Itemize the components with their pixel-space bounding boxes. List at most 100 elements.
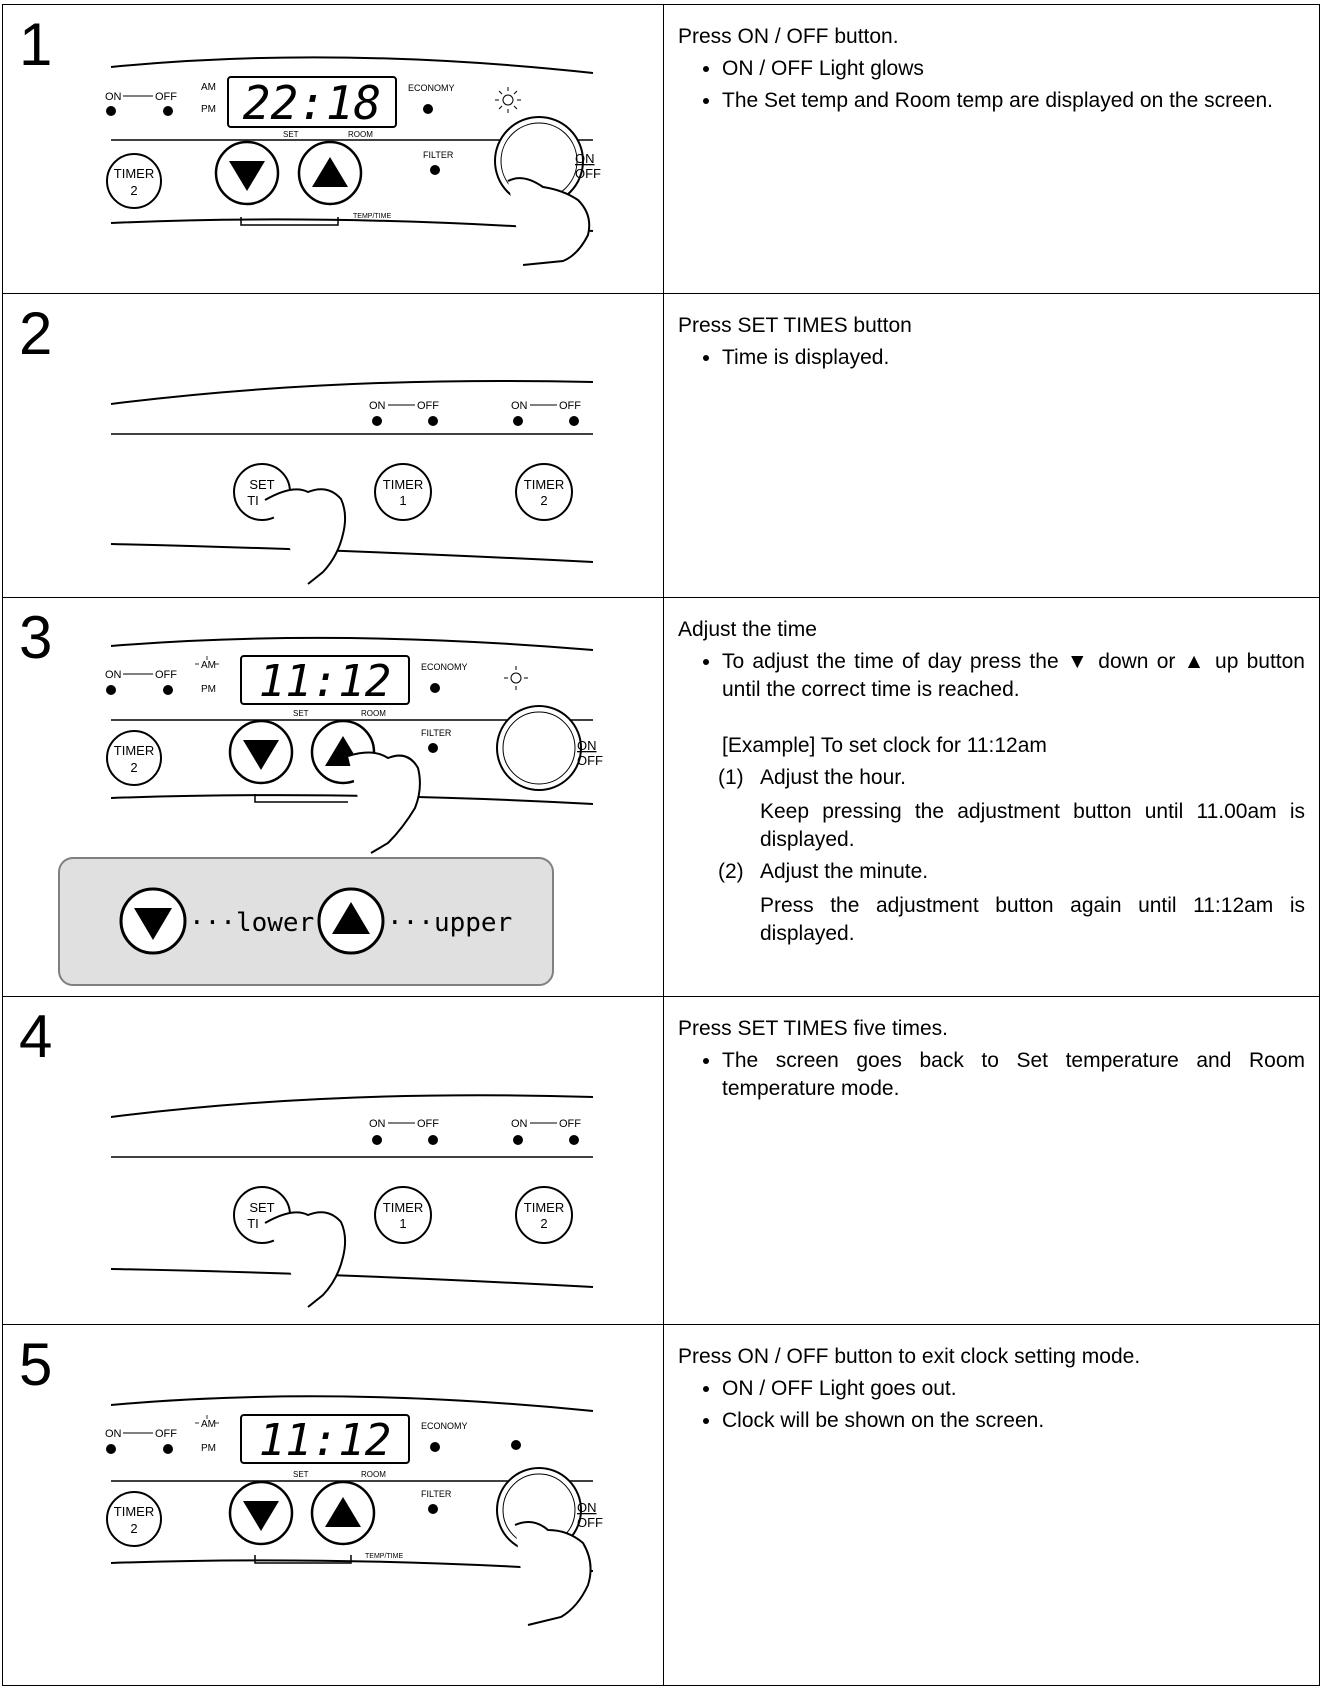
- panel-label: 1: [399, 1216, 406, 1231]
- panel-label: ON: [577, 1500, 597, 1515]
- step-number: 3: [19, 604, 53, 671]
- panel-label: TIMER: [383, 1200, 423, 1215]
- step-5-text: Press ON / OFF button to exit clock sett…: [663, 1324, 1320, 1686]
- step-heading: Adjust the time: [678, 618, 817, 641]
- panel-label: TIMER: [383, 477, 423, 492]
- on-off-button[interactable]: [496, 705, 582, 791]
- step-number: 1: [19, 11, 53, 78]
- lcd-digits: 22:18: [243, 76, 381, 130]
- panel-label: TIMER: [114, 1504, 154, 1519]
- example-line: [Example] To set clock for 11:12am: [722, 734, 1047, 757]
- control-panel-illustration: ON OFF AM PM 11:12 ECONOMY SET ROOM FILT…: [58, 636, 603, 986]
- step-4-figure: 4 ON OFF ON OFF SET TI TIMER 1: [2, 996, 664, 1325]
- timer2-button[interactable]: [106, 153, 162, 209]
- timer1-button[interactable]: [374, 463, 432, 521]
- timer2-button[interactable]: [515, 1186, 573, 1244]
- step-number: 2: [19, 300, 53, 367]
- on-label: ON: [105, 91, 122, 103]
- panel-label: OFF: [155, 669, 177, 681]
- step-row-4: 4 ON OFF ON OFF SET TI TIMER 1: [2, 996, 1320, 1325]
- step-heading: Press ON / OFF button.: [678, 25, 899, 48]
- timer2-off-led: [569, 416, 579, 426]
- step-heading: Press SET TIMES five times.: [678, 1017, 948, 1040]
- button-legend-box: [58, 857, 554, 986]
- am-label: AM: [201, 82, 216, 93]
- panel-label: SET: [293, 1470, 309, 1479]
- off-label: OFF: [155, 91, 177, 103]
- control-panel-illustration: ON OFF ON OFF SET TI TIMER 1 TIMER 2: [110, 1094, 594, 1308]
- step-bullets: ON / OFF Light glows The Set temp and Ro…: [678, 55, 1305, 115]
- step-bullets: To adjust the time of day press the ▼ do…: [678, 648, 1305, 704]
- bullet-item: Time is displayed.: [722, 344, 1305, 372]
- bullet-item: The screen goes back to Set temperature …: [722, 1047, 1305, 1103]
- step-row-2: 2 ON OFF ON OFF SET TI TIMER 1: [2, 293, 1320, 598]
- panel-label: ECONOMY: [421, 662, 468, 672]
- panel-label: 11:12: [259, 1415, 391, 1466]
- timer2-on-led: [513, 416, 523, 426]
- panel-label: OFF: [417, 1118, 439, 1130]
- temp-time-label: TEMP/TIME: [353, 213, 391, 220]
- panel-label: 2: [130, 1521, 137, 1536]
- substep-number: (2): [718, 860, 744, 883]
- panel-label: TI: [247, 493, 259, 508]
- panel-label: OFF: [577, 1515, 603, 1530]
- timer1-button[interactable]: [374, 1186, 432, 1244]
- panel-label: OFF: [417, 400, 439, 412]
- substep-item: (1)Adjust the hour. Keep pressing the ad…: [718, 764, 1305, 854]
- instruction-table: 1 ON OFF AM PM 22:18 ECONOMY SET ROOM: [2, 4, 1320, 1686]
- off-led: [163, 106, 173, 116]
- step-2-text: Press SET TIMES button Time is displayed…: [663, 293, 1320, 598]
- bullet-item: To adjust the time of day press the ▼ do…: [722, 648, 1305, 704]
- control-panel-illustration: ON OFF AM PM 22:18 ECONOMY SET ROOM FILT…: [105, 56, 601, 266]
- down-arrow-icon: [243, 740, 279, 770]
- hand-icon: [264, 1211, 347, 1308]
- down-arrow-icon: [134, 908, 172, 940]
- step-4-text: Press SET TIMES five times. The screen g…: [663, 996, 1320, 1325]
- timer2-button[interactable]: [106, 1491, 162, 1547]
- panel-label: PM: [201, 1443, 216, 1454]
- timer2-button[interactable]: [106, 730, 162, 786]
- panel-label: ON: [369, 1118, 386, 1130]
- step-number: 4: [19, 1003, 53, 1070]
- on-led: [106, 106, 116, 116]
- hand-icon: [507, 177, 591, 266]
- filter-led: [430, 165, 440, 175]
- panel-label: OFF: [559, 1118, 581, 1130]
- timer-num: 2: [130, 183, 137, 198]
- timer1-on-led: [372, 416, 382, 426]
- step-heading: Press SET TIMES button: [678, 314, 912, 337]
- on-off-off: OFF: [575, 166, 601, 181]
- step-3-figure: 3 ON OFF AM PM 11:12 ECONOMY SET: [2, 597, 664, 997]
- hand-icon: [514, 1520, 592, 1626]
- up-arrow-icon: [332, 902, 370, 934]
- substep-number: (1): [718, 766, 744, 789]
- economy-label: ECONOMY: [408, 83, 455, 93]
- panel-label: OFF: [155, 1428, 177, 1440]
- panel-label: ON: [511, 1118, 528, 1130]
- panel-label: 11:12: [259, 656, 391, 707]
- step-2-figure: 2 ON OFF ON OFF SET TI TIMER 1: [2, 293, 664, 598]
- panel-label: TIMER: [524, 1200, 564, 1215]
- bullet-item: ON / OFF Light goes out.: [722, 1375, 1305, 1403]
- panel-label: ON: [577, 738, 597, 753]
- panel-label: TEMP/TIME: [365, 1553, 403, 1560]
- panel-label: ON: [369, 400, 386, 412]
- step-number: 5: [19, 1331, 53, 1398]
- panel-label: ROOM: [361, 1470, 386, 1479]
- substep-list: (1)Adjust the hour. Keep pressing the ad…: [718, 764, 1305, 948]
- step-row-5: 5 ON OFF AM PM 11:12 ECONOMY SET ROOM: [2, 1324, 1320, 1686]
- hand-icon: [347, 751, 421, 854]
- pm-label: PM: [201, 104, 216, 115]
- substep-item: (2)Adjust the minute. Press the adjustme…: [718, 858, 1305, 948]
- panel-label: ROOM: [361, 709, 386, 718]
- substep-detail: Keep pressing the adjustment button unti…: [760, 800, 1305, 851]
- substep-detail: Press the adjustment button again until …: [760, 894, 1305, 945]
- panel-label: TIMER: [114, 743, 154, 758]
- panel-label: FILTER: [421, 1489, 452, 1499]
- panel-label: 1: [399, 493, 406, 508]
- timer1-off-led: [428, 416, 438, 426]
- step-3-text: Adjust the time To adjust the time of da…: [663, 597, 1320, 997]
- timer2-button[interactable]: [515, 463, 573, 521]
- lcd-display: [227, 76, 397, 128]
- down-arrow-icon: [229, 161, 265, 191]
